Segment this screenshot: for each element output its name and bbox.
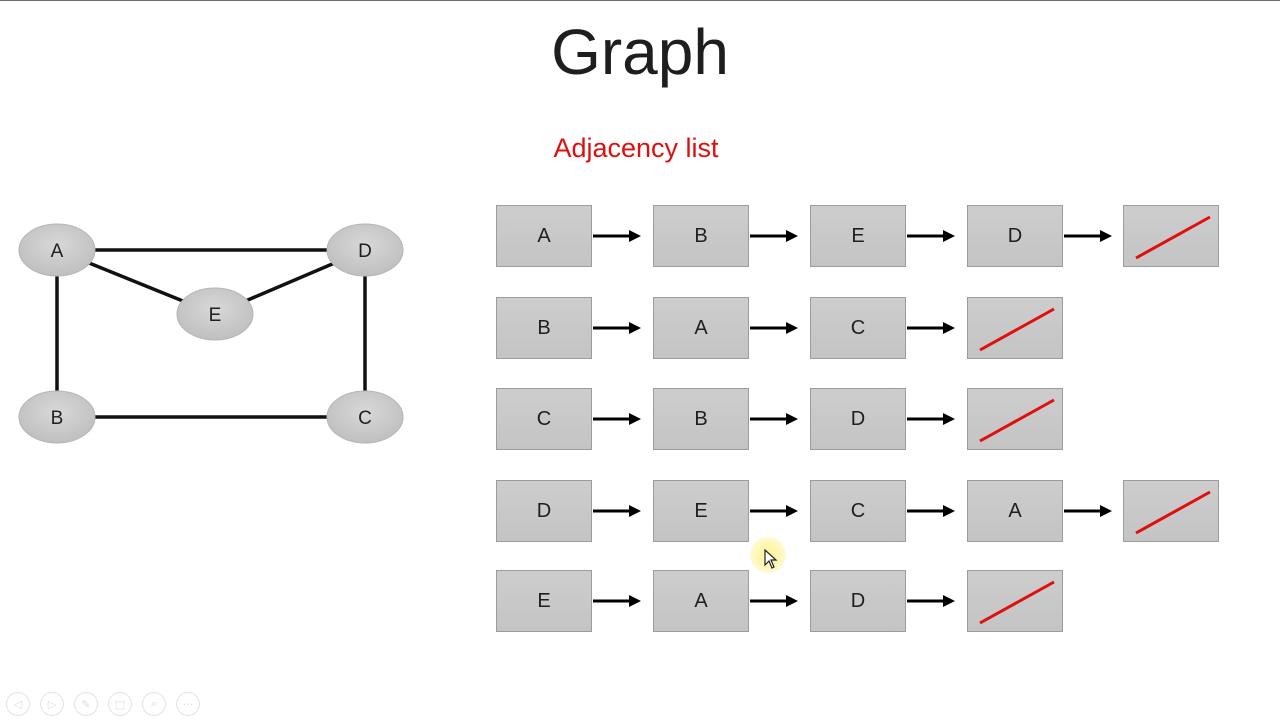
pointer-icon [764,549,778,569]
list-head-d: D [496,480,592,542]
slide-title: Graph [551,16,729,88]
pointer-arrow [907,505,955,517]
pointer-arrow [750,595,798,607]
zoom-icon[interactable]: ⌕ [142,692,166,716]
next-icon[interactable]: ▷ [40,692,64,716]
list-node-d: D [810,388,906,450]
null-slash-icon [979,580,1055,625]
pointer-arrow [593,322,641,334]
list-node-d: D [967,205,1063,267]
null-pointer-cell [967,297,1063,359]
list-node-a: A [653,297,749,359]
list-node-a: A [653,570,749,632]
graph-node-c: C [326,390,404,444]
mouse-cursor-highlight [750,537,786,573]
pointer-arrow [593,505,641,517]
null-slash-icon [979,398,1055,443]
graph-node-d: D [326,223,404,277]
list-node-e: E [810,205,906,267]
list-node-c: C [810,480,906,542]
list-node-b: B [653,205,749,267]
null-pointer-cell [967,388,1063,450]
null-pointer-cell [1123,480,1219,542]
list-head-a: A [496,205,592,267]
pointer-arrow [750,230,798,242]
list-head-e: E [496,570,592,632]
adjacency-list-heading: Adjacency list [553,133,719,163]
list-node-a: A [967,480,1063,542]
pointer-arrow [593,230,641,242]
pointer-arrow [750,505,798,517]
pointer-arrow [907,595,955,607]
graph-node-a: A [18,223,96,277]
pointer-arrow [907,322,955,334]
null-slash-icon [979,307,1055,352]
null-pointer-cell [1123,205,1219,267]
list-node-b: B [653,388,749,450]
pointer-arrow [907,230,955,242]
node-label: E [209,305,222,326]
pointer-arrow [593,595,641,607]
list-node-e: E [653,480,749,542]
null-slash-icon [1135,215,1211,260]
presentation-toolbar: ◁ ▷ ✎ ▢ ⌕ ··· [6,692,200,716]
pointer-arrow [593,413,641,425]
null-slash-icon [1135,490,1211,535]
null-pointer-cell [967,570,1063,632]
node-label: B [51,408,64,429]
previous-icon[interactable]: ◁ [6,692,30,716]
graph-node-b: B [18,390,96,444]
list-head-c: C [496,388,592,450]
pointer-arrow [750,322,798,334]
pen-icon[interactable]: ✎ [74,692,98,716]
list-head-b: B [496,297,592,359]
pointer-arrow [750,413,798,425]
node-label: C [358,408,372,429]
node-label: D [358,241,372,262]
list-node-c: C [810,297,906,359]
more-icon[interactable]: ··· [176,692,200,716]
graph-node-e: E [176,287,254,341]
pointer-arrow [1064,230,1112,242]
list-node-d: D [810,570,906,632]
graph-diagram: A D E B C [18,223,404,444]
pointer-arrow [907,413,955,425]
node-label: A [51,241,64,262]
pointer-arrow [1064,505,1112,517]
slides-icon[interactable]: ▢ [108,692,132,716]
